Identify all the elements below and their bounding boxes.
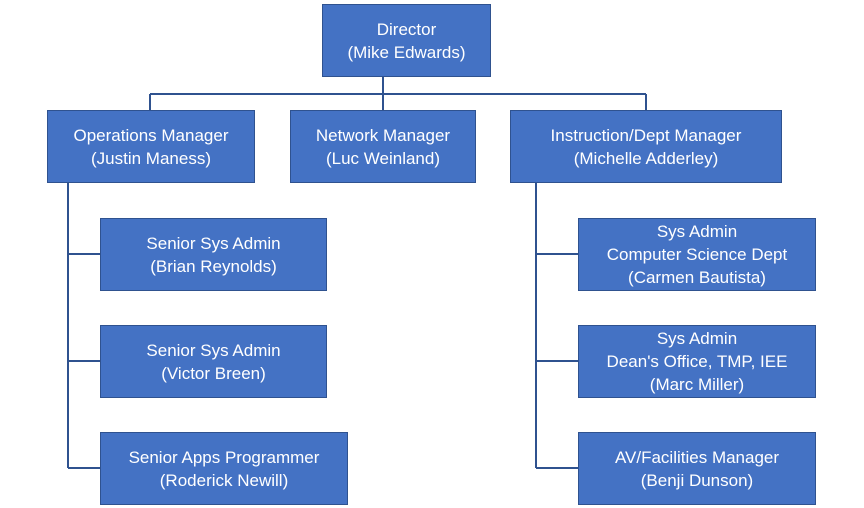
node-senior-apps-programmer-newill: Senior Apps Programmer (Roderick Newill) [100, 432, 348, 505]
node-senior-sys-admin-reynolds: Senior Sys Admin (Brian Reynolds) [100, 218, 327, 291]
node-operations-manager: Operations Manager (Justin Maness) [47, 110, 255, 183]
node-line: (Roderick Newill) [159, 470, 289, 490]
node-sys-admin-bautista: Sys Admin Computer Science Dept (Carmen … [578, 218, 816, 291]
node-av-facilities-manager-dunson: AV/Facilities Manager (Benji Dunson) [578, 432, 816, 505]
node-title: Operations Manager [73, 125, 229, 145]
node-line: AV/Facilities Manager [614, 447, 780, 467]
node-person: (Justin Maness) [91, 148, 211, 168]
node-line: Sys Admin [656, 222, 738, 241]
node-line: (Brian Reynolds) [150, 256, 277, 276]
node-line: (Carmen Bautista) [628, 268, 766, 287]
node-title: Director [376, 19, 437, 39]
node-director: Director (Mike Edwards) [322, 4, 491, 77]
node-line: (Victor Breen) [161, 363, 266, 383]
node-sys-admin-miller: Sys Admin Dean's Office, TMP, IEE (Marc … [578, 325, 816, 398]
node-instruction-dept-manager: Instruction/Dept Manager (Michelle Adder… [510, 110, 782, 183]
node-title: Instruction/Dept Manager [550, 125, 742, 145]
node-network-manager: Network Manager (Luc Weinland) [290, 110, 476, 183]
node-person: (Luc Weinland) [325, 148, 441, 168]
node-line: Dean's Office, TMP, IEE [606, 352, 788, 371]
node-senior-sys-admin-breen: Senior Sys Admin (Victor Breen) [100, 325, 327, 398]
node-line: Computer Science Dept [606, 245, 788, 264]
node-person: (Mike Edwards) [347, 42, 466, 62]
node-line: (Marc Miller) [649, 375, 745, 394]
node-line: Senior Apps Programmer [128, 447, 320, 467]
node-line: Sys Admin [656, 329, 738, 348]
node-person: (Michelle Adderley) [573, 148, 719, 168]
node-title: Network Manager [315, 125, 451, 145]
node-line: Senior Sys Admin [146, 233, 281, 253]
node-line: Senior Sys Admin [146, 340, 281, 360]
node-line: (Benji Dunson) [640, 470, 754, 490]
